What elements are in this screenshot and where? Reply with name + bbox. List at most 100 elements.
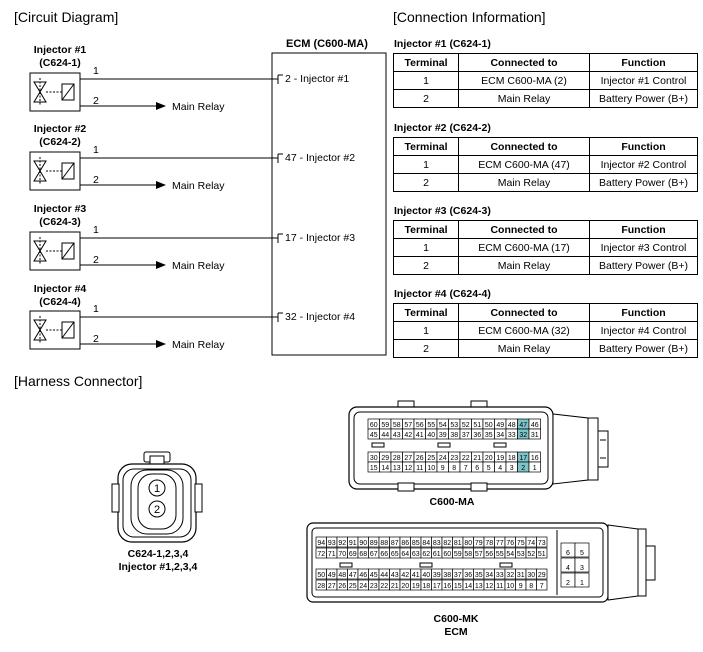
pin-number: 19	[412, 583, 420, 590]
pin-number: 33	[496, 572, 504, 579]
pin-number: 47	[349, 572, 357, 579]
pin-number: 87	[391, 540, 399, 547]
pin-label: 1	[93, 65, 99, 77]
pin-number: 72	[317, 551, 325, 558]
injector-connector: (C624-2)	[39, 136, 81, 148]
pin-label: 2	[93, 333, 99, 345]
pin-number: 17	[433, 583, 441, 590]
pin-number: 46	[531, 422, 539, 429]
pin-number: 81	[454, 540, 462, 547]
ecm-pin-label: 17 - Injector #3	[285, 232, 355, 244]
table-cell: Injector #2 Control	[589, 155, 698, 174]
pin-number: 29	[538, 572, 546, 579]
pin-number: 12	[485, 583, 493, 590]
pin-number: 24	[359, 583, 367, 590]
pin-number: 35	[485, 432, 493, 439]
pin-number: 57	[475, 551, 483, 558]
pin-number: 30	[527, 572, 535, 579]
pin-number: 17	[519, 455, 527, 462]
table-cell: 2	[393, 256, 459, 275]
pin-number: 31	[517, 572, 525, 579]
pin-number: 5	[580, 550, 584, 557]
pin-number: 89	[370, 540, 378, 547]
pin-number: 35	[475, 572, 483, 579]
pin-number: 46	[359, 572, 367, 579]
column-header: Function	[589, 220, 698, 239]
table-cell: Main Relay	[458, 339, 590, 358]
connection-table-title-4: Injector #4 (C624-4)	[394, 288, 491, 300]
pin-number: 13	[475, 583, 483, 590]
pin-number: 94	[317, 540, 325, 547]
injector-name: Injector #1	[33, 44, 87, 56]
pin-number: 25	[427, 455, 435, 462]
table-row: 2 Main Relay Battery Power (B+)	[393, 173, 698, 192]
pin-number: 60	[370, 422, 378, 429]
injector-connector-caption: C624-1,2,3,4 Injector #1,2,3,4	[100, 548, 216, 574]
pin-number: 58	[464, 551, 472, 558]
pin-number: 45	[370, 572, 378, 579]
ecm-pin-label: 47 - Injector #2	[285, 152, 355, 164]
pin-number: 1	[580, 580, 584, 587]
injector-1-circuit	[29, 72, 283, 112]
table-cell: 2	[393, 173, 459, 192]
pin-number: 48	[338, 572, 346, 579]
ecm-pin-label: 2 - Injector #1	[285, 73, 349, 85]
pin-number: 2	[521, 465, 525, 472]
pin-1-circle	[148, 479, 166, 497]
table-cell: Injector #3 Control	[589, 238, 698, 257]
pin-number: 37	[462, 432, 470, 439]
pin-number: 43	[393, 432, 401, 439]
pin-number: 88	[380, 540, 388, 547]
injector-connector: (C624-4)	[39, 296, 81, 308]
pin-number: 8	[452, 465, 456, 472]
caption-line: C600-MK	[433, 613, 479, 625]
pin-number: 29	[381, 455, 389, 462]
relay-label: Main Relay	[172, 101, 225, 113]
table-cell: Injector #1 Control	[589, 71, 698, 90]
pin-number: 26	[338, 583, 346, 590]
pin-number: 53	[517, 551, 525, 558]
ecm-box	[271, 52, 387, 356]
pin-number: 11	[496, 583, 503, 590]
table-row: 2 Main Relay Battery Power (B+)	[393, 256, 698, 275]
connection-table-1: Terminal Connected to Function 1 ECM C60…	[393, 53, 698, 108]
table-row: 1 ECM C600-MA (47) Injector #2 Control	[393, 155, 698, 174]
pin-cell	[528, 428, 541, 440]
column-header: Function	[589, 137, 698, 156]
pin-number: 53	[450, 422, 458, 429]
injector-3-label: Injector #3 (C624-3)	[20, 203, 100, 229]
pin-number: 42	[401, 572, 409, 579]
caption-line: Injector #1,2,3,4	[118, 561, 198, 573]
column-header: Connected to	[458, 137, 590, 156]
pin-number: 24	[439, 455, 447, 462]
injector-name: Injector #3	[33, 203, 87, 215]
pin-number: 36	[473, 432, 481, 439]
table-cell: ECM C600-MA (47)	[458, 155, 590, 174]
ecm-pin-label: 32 - Injector #4	[285, 311, 355, 323]
pin-number: 48	[508, 422, 516, 429]
pin-number: 4	[566, 565, 570, 572]
pin-number: 33	[508, 432, 516, 439]
pin-number: 59	[454, 551, 462, 558]
relay-label: Main Relay	[172, 260, 225, 272]
pin-number: 52	[462, 422, 470, 429]
pin-number: 34	[485, 572, 493, 579]
pin-number: 21	[473, 455, 481, 462]
pin-number: 13	[393, 465, 401, 472]
table-header-row: Terminal Connected to Function	[393, 303, 698, 322]
pin-number: 58	[393, 422, 401, 429]
pin-number: 93	[328, 540, 336, 547]
pin-number: 40	[422, 572, 430, 579]
pin-number: 68	[359, 551, 367, 558]
pin-number: 27	[404, 455, 412, 462]
pin-number: 3	[580, 565, 584, 572]
injector-name: Injector #4	[33, 283, 87, 295]
table-row: 2 Main Relay Battery Power (B+)	[393, 339, 698, 358]
connection-table-title-3: Injector #3 (C624-3)	[394, 205, 491, 217]
table-row: 1 ECM C600-MA (32) Injector #4 Control	[393, 321, 698, 340]
pin-number: 55	[496, 551, 504, 558]
pin-number: 5	[487, 465, 491, 472]
pin-number: 92	[338, 540, 346, 547]
